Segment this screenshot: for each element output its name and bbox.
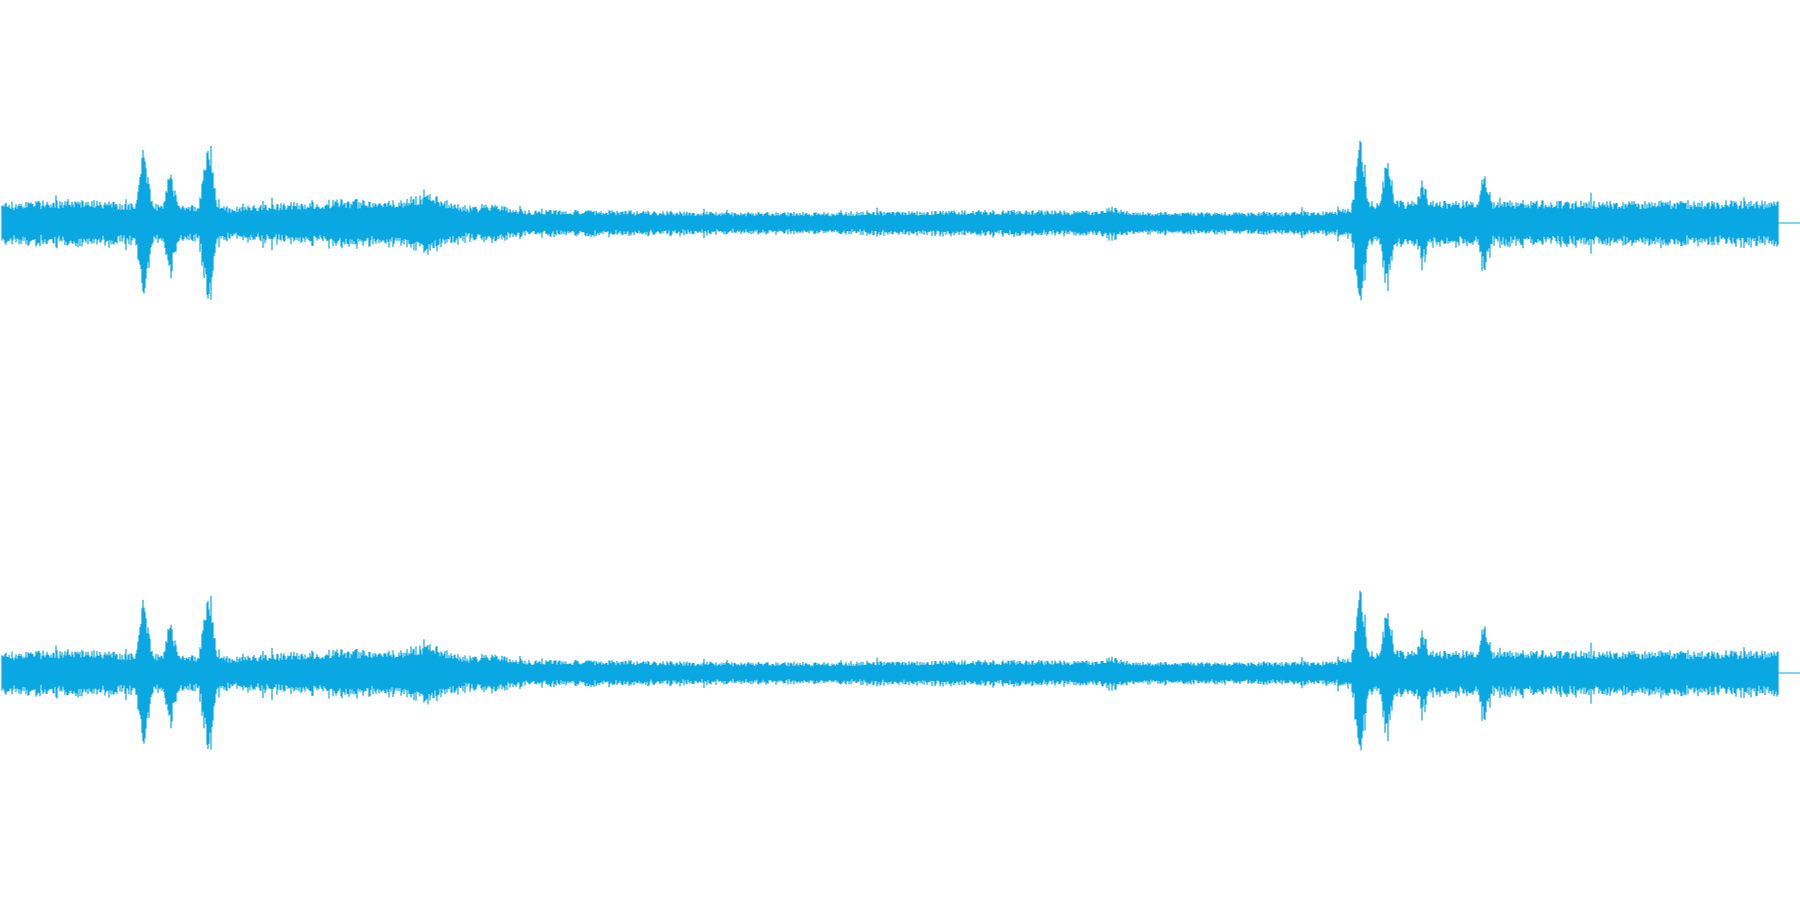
waveform-channel-right (1, 590, 1800, 751)
waveform-channel-left (1, 140, 1800, 301)
waveform-signal (1, 140, 1779, 301)
waveform-signal (1, 590, 1779, 751)
